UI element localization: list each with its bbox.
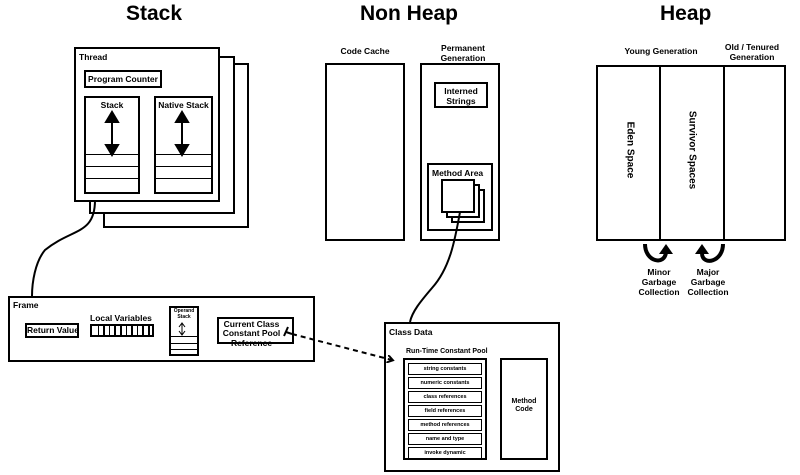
- local-variable-slot: [120, 326, 122, 335]
- return-value: Return Value: [25, 323, 79, 338]
- interned-strings: Interned Strings: [434, 82, 488, 108]
- ccp-reference-label: Current Class Constant Pool Reference: [222, 319, 281, 348]
- rtcp-item: numeric constants: [408, 377, 482, 389]
- rtcp-item: string constants: [408, 363, 482, 375]
- thread-box: Thread Program Counter Stack Native Stac…: [74, 47, 220, 202]
- minor-gc-arrow: [643, 243, 673, 263]
- major-gc-arrow: [695, 243, 725, 263]
- native-stack-slot: [156, 166, 211, 179]
- local-variable-slot: [125, 326, 128, 335]
- permanent-generation-label: Permanent Generation: [440, 43, 486, 63]
- minor-gc-label: Minor Garbage Collection: [638, 267, 680, 297]
- non-heap-title: Non Heap: [360, 2, 459, 25]
- local-variable-slot: [97, 326, 100, 335]
- method-area-label: Method Area: [432, 168, 484, 178]
- program-counter: Program Counter: [84, 70, 162, 88]
- program-counter-label: Program Counter: [88, 74, 158, 84]
- run-time-constant-pool: string constants numeric constants class r…: [403, 358, 487, 460]
- rtcp-item: field references: [408, 405, 482, 417]
- local-variable-slot: [131, 326, 133, 335]
- interned-strings-label: Interned Strings: [444, 86, 478, 106]
- thread-stack: Stack: [84, 96, 140, 194]
- local-variables: [90, 324, 154, 337]
- stack-title: Stack: [126, 2, 183, 25]
- local-variable-slot: [103, 326, 105, 335]
- rtcp-item: invoke dynamic: [408, 447, 482, 459]
- thread-stack-label: Stack: [100, 100, 124, 110]
- thread-frame-connector: [31, 199, 96, 297]
- method-area: Method Area: [427, 163, 493, 231]
- stack-slot: [86, 178, 138, 191]
- survivor-spaces-label: Survivor Spaces: [686, 110, 698, 190]
- method-code-label: Method Code: [511, 398, 537, 414]
- local-variable-slot: [114, 326, 116, 335]
- native-stack-label: Native Stack: [158, 100, 209, 110]
- heap-title: Heap: [660, 2, 712, 25]
- current-class-constant-pool-reference: Current Class Constant Pool Reference: [217, 317, 294, 347]
- local-variable-slot: [136, 326, 139, 335]
- major-gc-label: Major Garbage Collection: [687, 267, 729, 297]
- frame-box: Frame Return Value Local Variables Opera…: [8, 296, 315, 362]
- heap-box: [596, 65, 786, 241]
- young-generation-label: Young Generation: [624, 46, 698, 56]
- local-variables-label: Local Variables: [90, 313, 152, 323]
- local-variable-slot: [148, 326, 150, 335]
- rtcp-item: method references: [408, 419, 482, 431]
- eden-space-label: Eden Space: [624, 121, 636, 179]
- eden-survivor-divider: [659, 65, 661, 241]
- native-stack-slot: [156, 178, 211, 191]
- return-value-label: Return Value: [27, 325, 79, 335]
- code-cache-label: Code Cache: [340, 46, 390, 56]
- local-variable-slot: [108, 326, 111, 335]
- class-data-box: Class Data Run-Time Constant Pool string…: [384, 322, 560, 472]
- rtcp-item: class references: [408, 391, 482, 403]
- operand-slot: [171, 336, 197, 343]
- operand-stack: Operand Stack: [169, 306, 199, 356]
- old-generation-label: Old / Tenured Generation: [724, 42, 780, 62]
- class-page-front: [441, 179, 475, 213]
- method-code: Method Code: [500, 358, 548, 460]
- operand-stack-label: Operand Stack: [173, 308, 195, 320]
- young-old-divider: [723, 65, 725, 241]
- stack-slot: [86, 166, 138, 179]
- operand-slot: [171, 343, 197, 350]
- thread-label: Thread: [79, 52, 108, 62]
- native-stack: Native Stack: [154, 96, 213, 194]
- rtcp-label: Run-Time Constant Pool: [406, 348, 488, 355]
- local-variable-slot: [142, 326, 144, 335]
- permanent-generation-box: Interned Strings Method Area: [420, 63, 500, 241]
- operand-slot: [171, 349, 197, 356]
- code-cache-box: [325, 63, 405, 241]
- frame-label: Frame: [13, 300, 39, 310]
- rtcp-item: name and type: [408, 433, 482, 445]
- class-data-label: Class Data: [389, 327, 433, 337]
